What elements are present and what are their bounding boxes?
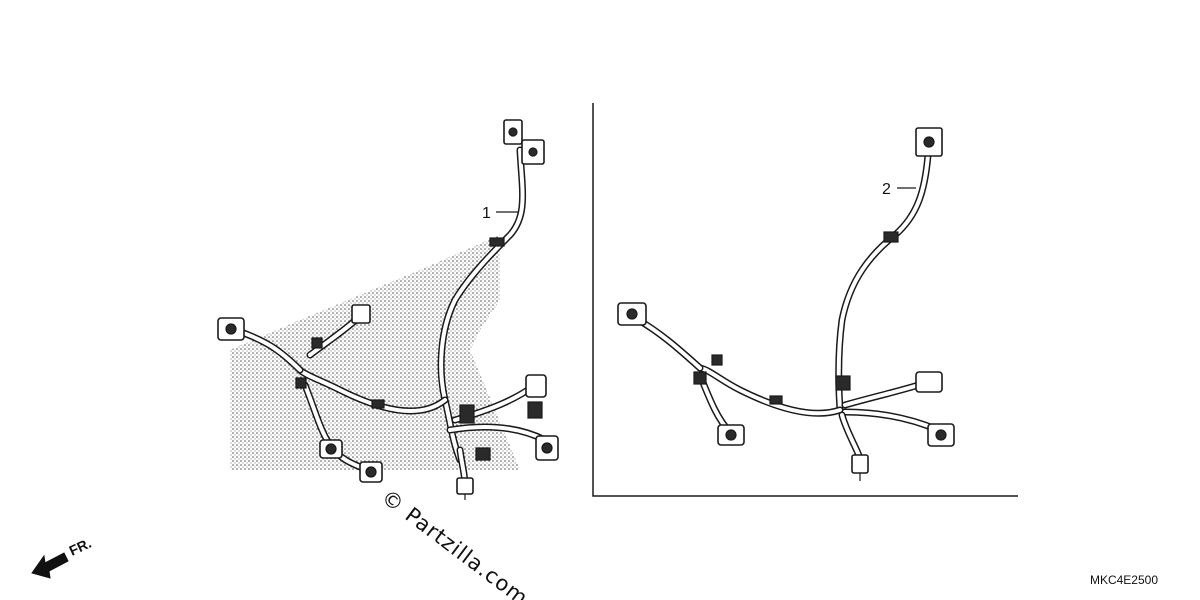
connector-upper (351, 304, 371, 324)
clamp (883, 231, 899, 243)
harness-1-group: 1 (217, 119, 559, 500)
connector-bottom (456, 477, 474, 495)
connector-right-a (915, 371, 943, 393)
harness-1 (217, 119, 559, 500)
panel-frame (592, 103, 1018, 497)
callout-2-label: 2 (882, 181, 891, 198)
front-arrow-icon (31, 552, 69, 579)
watermark: © Partzilla.com (377, 485, 533, 600)
connector-bottom (851, 454, 869, 474)
harness-2 (617, 127, 955, 481)
clamp (489, 237, 505, 247)
harness-2-group: 2 (592, 103, 1018, 497)
connector-right-a (525, 374, 547, 398)
front-direction-indicator: FR. (31, 535, 94, 579)
callout-1-label: 1 (482, 205, 491, 222)
diagram-code: MKC4E2500 (1090, 573, 1158, 587)
front-arrow-label: FR. (67, 535, 94, 559)
